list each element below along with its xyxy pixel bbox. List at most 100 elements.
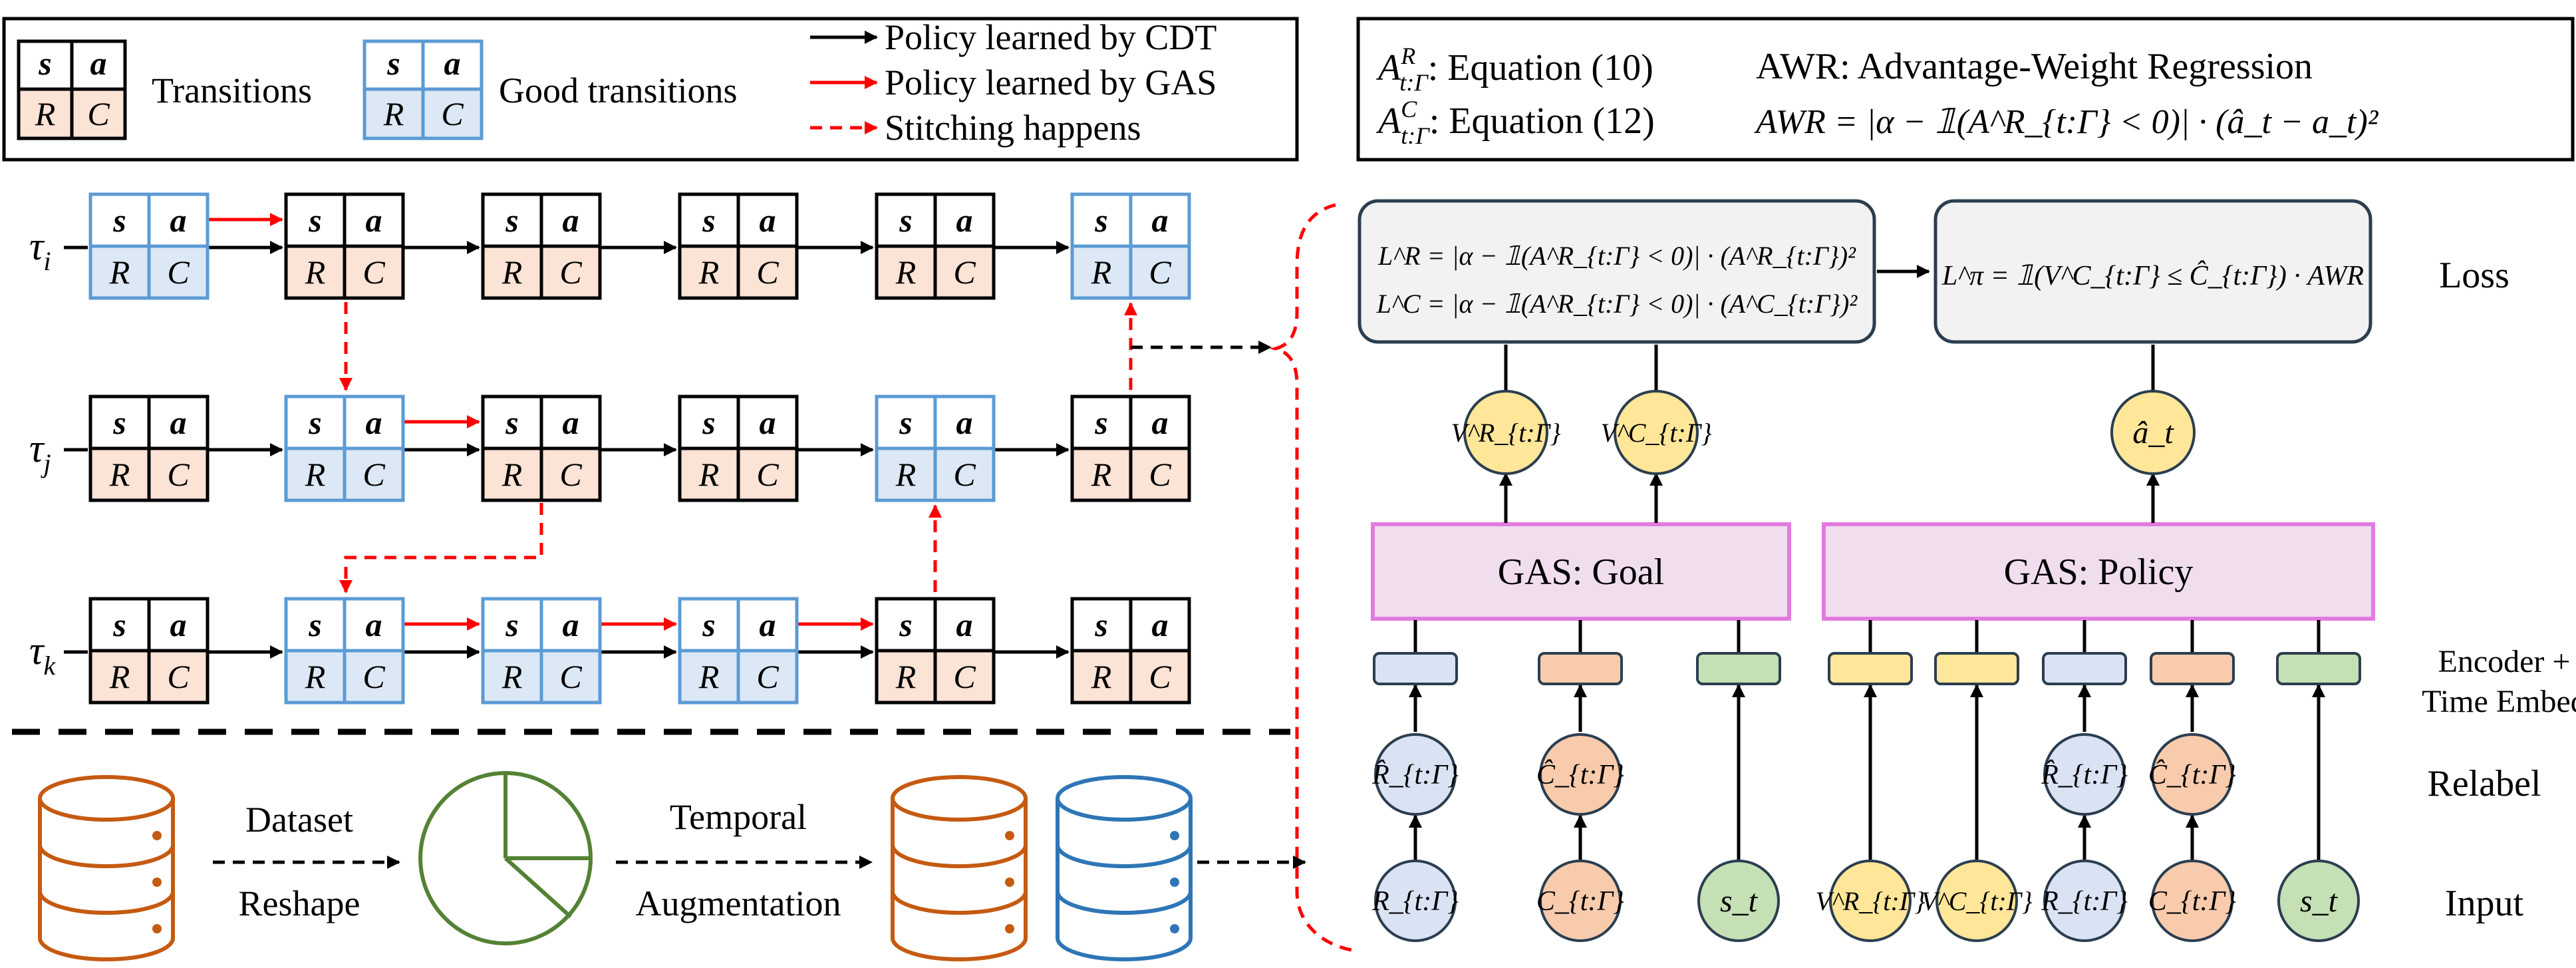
cell-text: C	[1149, 658, 1171, 695]
cell-text: R	[109, 253, 130, 291]
cell-text: R	[895, 253, 917, 291]
encoder-vr	[1828, 652, 1913, 685]
cell-text: C	[953, 253, 976, 291]
cell-text: a	[956, 606, 973, 643]
encoder-vc	[1934, 652, 2019, 685]
augmented-dataset-database-icon	[891, 775, 1028, 961]
goal-s-input-node	[1697, 860, 1780, 942]
augmentation-label-line2: Augmentation	[636, 884, 841, 923]
policy-vr-input-node	[1829, 860, 1912, 942]
cell-text: a	[170, 202, 187, 239]
cell-text: s	[505, 202, 518, 239]
cell-s: s	[38, 45, 51, 82]
goal-r-input-label: R_{t:Γ}	[1371, 886, 1459, 917]
cell-text: R	[501, 456, 523, 493]
input-label: Input	[2445, 883, 2524, 924]
policy-c-hat-label: Ĉ_{t:Γ}	[2148, 759, 2236, 790]
action-output-node	[2110, 390, 2196, 475]
model: L^R = |α − 𝟙(A^R_{t:Γ} < 0)| · (A^R_{t:Γ…	[1358, 199, 2576, 942]
policy-c-input-label: C_{t:Γ}	[2148, 886, 2236, 917]
augmentation-label-line1: Temporal	[670, 797, 807, 837]
goal-c-hat-node	[1539, 733, 1622, 816]
gas-goal-block	[1371, 522, 1791, 621]
cell-text: a	[366, 404, 382, 441]
cell-text: a	[1152, 404, 1169, 441]
policy-r-hat-label: R̂_{t:Γ}	[2041, 759, 2128, 790]
cell-text: s	[702, 606, 715, 643]
encoder-c	[1538, 652, 1623, 685]
cell-text: R	[501, 253, 523, 291]
cell-text: a	[1152, 606, 1169, 643]
gas-goal-label: GAS: Goal	[1498, 552, 1664, 593]
cell-text: s	[899, 404, 912, 441]
goal-r-input-node	[1374, 860, 1457, 942]
cell-text: a	[760, 404, 776, 441]
cell-text: a	[170, 404, 187, 441]
cell-text: s	[702, 404, 715, 441]
relabel-nodes: R̂_{t:Γ} Ĉ_{t:Γ} R̂_{t:Γ} Ĉ_{t:Γ}	[1371, 733, 2236, 816]
cell-text: C	[756, 456, 779, 493]
cell-a: a	[444, 45, 461, 82]
cell-text: R	[895, 456, 917, 493]
goal-c-input-label: C_{t:Γ}	[1536, 886, 1624, 917]
legend-transitions-label: Transitions	[152, 71, 312, 110]
cell-text: R	[305, 253, 326, 291]
cell-text: s	[1094, 404, 1107, 441]
cell-text: s	[308, 202, 321, 239]
cell-text: a	[1152, 202, 1169, 239]
legend-transition-cell: s a R C	[17, 39, 127, 140]
data-pipeline: Dataset Reshape Temporal Augmentation	[38, 771, 1306, 961]
cell-text: C	[167, 456, 190, 493]
reshape-label-line2: Reshape	[239, 884, 360, 923]
cell-text: R	[698, 253, 720, 291]
cell-text: s	[112, 404, 126, 441]
lpi-formula: L^π = 𝟙(V^C_{t:Γ} ≤ Ĉ_{t:Γ}) · AWR	[1941, 260, 2364, 291]
goal-c-input-node	[1539, 860, 1622, 942]
stitch-j-to-k	[339, 503, 543, 593]
action-output-label: â_t	[2132, 415, 2174, 450]
goal-dataset-database-icon	[1056, 775, 1193, 961]
cell-text: a	[760, 606, 776, 643]
legend-cdt-label: Policy learned by CDT	[885, 17, 1216, 57]
relabel-label: Relabel	[2427, 763, 2541, 804]
policy-c-hat-node	[2151, 733, 2233, 816]
policy-r-input-label: R_{t:Γ}	[2041, 886, 2128, 917]
encoder-label-line2: Time Embed	[2422, 684, 2576, 719]
cell-text: R	[109, 456, 130, 493]
goal-r-hat-node	[1374, 733, 1457, 816]
policy-vc-input-node	[1935, 860, 2018, 942]
lr-formula: L^R = |α − 𝟙(A^R_{t:Γ} < 0)| · (A^R_{t:Γ…	[1377, 241, 1856, 271]
policy-vc-input-label: V^C_{t:Γ}	[1921, 886, 2032, 916]
cell-text: R	[698, 658, 720, 695]
encoder-s	[1696, 652, 1781, 685]
legend-gas-label: Policy learned by GAS	[885, 63, 1216, 102]
cell-c: C	[87, 95, 110, 132]
vc-output-label: V^C_{t:Γ}	[1600, 418, 1711, 448]
awr-formula: AWR = |α − 𝟙(A^R_{t:Γ} < 0)| · (â_t − a_…	[1754, 103, 2379, 141]
cell-text: R	[698, 456, 720, 493]
encoder-r	[1373, 652, 1458, 685]
legend-good-transition-cell: s a R C	[362, 39, 484, 140]
awr-definition: AWR: Advantage-Weight Regression	[1756, 46, 2313, 87]
input-nodes: R_{t:Γ} C_{t:Γ} s_t V^R_{t:Γ} V^C_{t:Γ} …	[1371, 860, 2360, 942]
encoder-policy-r	[2042, 652, 2127, 685]
cell-text: a	[760, 202, 776, 239]
cell-text: C	[559, 456, 582, 493]
cell-text: R	[895, 658, 917, 695]
cell-a: a	[90, 45, 107, 82]
cell-r: R	[383, 95, 404, 132]
